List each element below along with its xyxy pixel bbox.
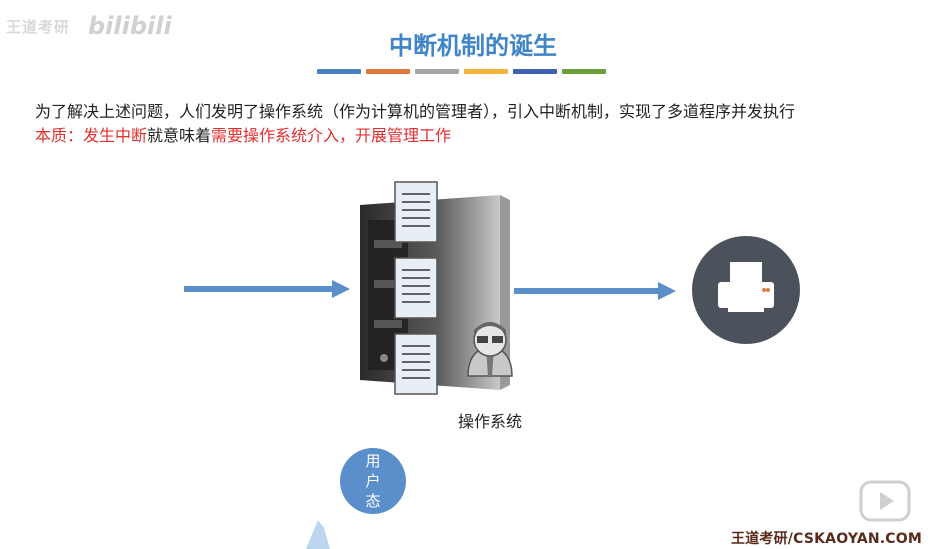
intro-text: 为了解决上述问题，人们发明了操作系统（作为计算机的管理者），引入中断机制，实现了… xyxy=(35,102,796,121)
color-bar xyxy=(464,69,508,74)
user-mode-char: 用 xyxy=(365,452,381,470)
user-mode-badge: 用 户 态 xyxy=(340,448,406,514)
color-bar xyxy=(562,69,606,74)
server-icon xyxy=(360,181,513,395)
os-label: 操作系统 xyxy=(458,412,523,431)
essence-part-3: 需要操作系统介入，开展管理工作 xyxy=(211,126,452,145)
watermark-text: 王道考研 xyxy=(6,18,71,36)
slide-title: 中断机制的诞生 xyxy=(389,32,557,60)
printer-icon-circle xyxy=(692,236,800,344)
printer-icon xyxy=(718,262,774,312)
essence-part-1: 本质：发生中断 xyxy=(35,126,148,145)
color-bar xyxy=(415,69,459,74)
user-mode-char: 态 xyxy=(365,492,381,510)
bilibili-watermark-logo: bilibili xyxy=(88,12,172,40)
user-mode-char: 户 xyxy=(365,472,381,490)
color-bar xyxy=(513,69,557,74)
essence-part-2: 就意味着 xyxy=(147,126,212,145)
essence-text: 本质：发生中断就意味着需要操作系统介入，开展管理工作 xyxy=(35,122,451,146)
input-arrow-icon xyxy=(184,280,350,298)
title-color-bars xyxy=(317,69,606,74)
color-bar xyxy=(366,69,410,74)
color-bar xyxy=(317,69,361,74)
output-arrow-icon xyxy=(514,282,676,300)
footer-text: 王道考研/CSKAOYAN.COM xyxy=(731,531,922,547)
play-icon[interactable] xyxy=(858,478,912,524)
triangle-marker-icon xyxy=(306,520,330,549)
person-icon xyxy=(467,322,513,377)
